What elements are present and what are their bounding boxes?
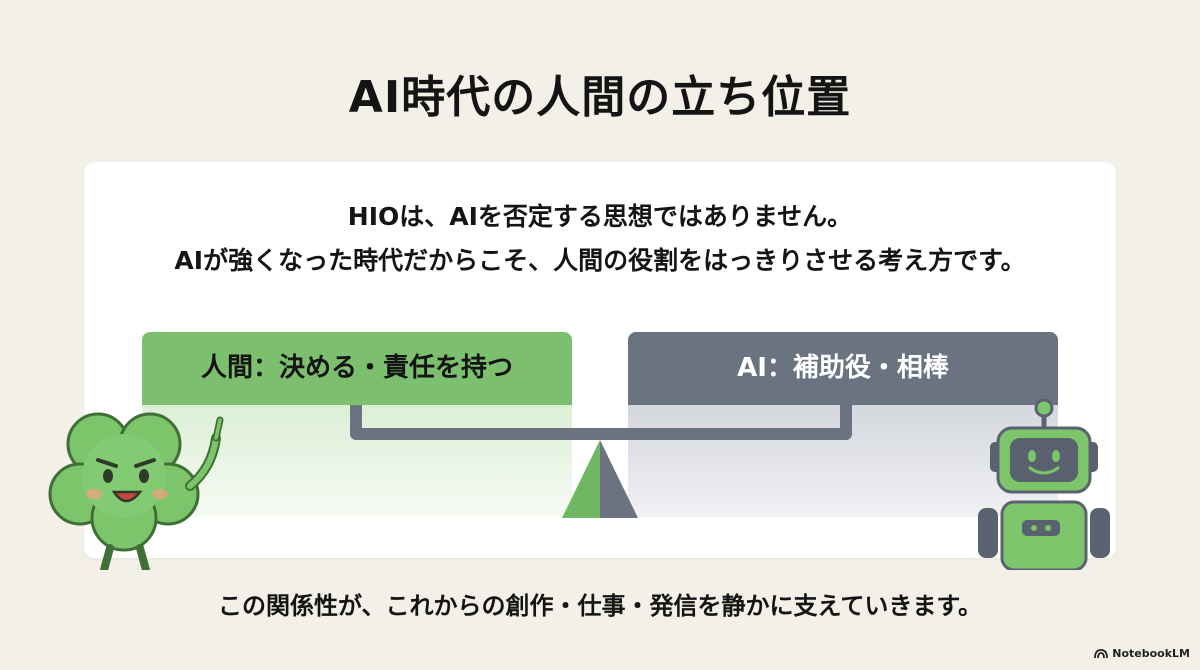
brand-name: NotebookLM [1112,647,1190,660]
closing-statement: この関係性が、これからの創作・仕事・発信を静かに支えていきます。 [218,592,982,620]
intro-line-1: HIOは、AIを否定する思想ではありません。 [347,202,853,231]
intro-line-2: AIが強くなった時代だからこそ、人間の役割をはっきりさせる考え方です。 [174,246,1026,275]
content-card: HIOは、AIを否定する思想ではありません。 AIが強くなった時代だからこそ、人… [84,162,1116,558]
ai-role-panel: AI：補助役・相棒 [628,332,1058,405]
clover-mascot-icon [48,412,224,570]
brand-watermark: NotebookLM [1094,647,1190,660]
page-title: AI時代の人間の立ち位置 [348,72,852,123]
ai-role-label: AI：補助役・相棒 [737,353,949,383]
scale-fulcrum-icon [562,440,638,518]
human-role-panel: 人間：決める・責任を持つ [142,332,572,405]
notebooklm-logo-icon [1094,649,1109,659]
robot-mascot-icon [978,398,1110,570]
human-role-label: 人間：決める・責任を持つ [200,353,513,383]
